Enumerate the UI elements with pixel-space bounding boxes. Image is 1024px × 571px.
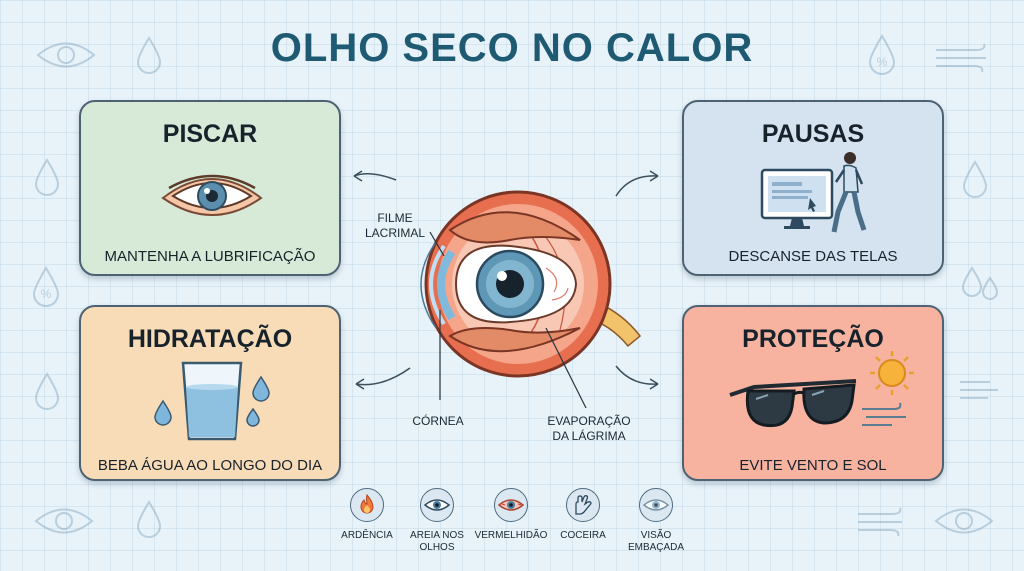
background-humidity-drop-icon: % <box>868 34 896 75</box>
card-title: PAUSAS <box>761 120 865 148</box>
background-drop-icon <box>34 158 60 196</box>
label-evaporacao: EVAPORAÇÃO DA LÁGRIMA <box>547 414 631 443</box>
symptom-label: COCEIRA <box>560 530 606 541</box>
background-wind-icon <box>936 43 986 73</box>
red-eye-icon <box>497 499 525 511</box>
card-caption: DESCANSE DAS TELAS <box>728 248 898 265</box>
eye-cross-section-diagram <box>353 170 659 409</box>
card-title: PROTEÇÃO <box>742 325 884 353</box>
eye-icon <box>423 499 451 511</box>
flame-icon <box>360 493 374 514</box>
card-caption: MANTENHA A LUBRIFICAÇÃO <box>104 248 316 265</box>
background-eye-icon <box>934 508 994 534</box>
svg-text:%: % <box>41 287 52 301</box>
card-protecao: PROTEÇÃO EVITE VENTO E SOL <box>682 305 944 481</box>
blurry-eye-icon <box>642 499 670 511</box>
label-filme-lacrimal: FILME LACRIMAL <box>364 211 426 240</box>
background-drop-icon <box>136 36 162 74</box>
card-caption: BEBA ÁGUA AO LONGO DO DIA <box>97 457 323 474</box>
background-humidity-drop-icon: % <box>32 266 60 307</box>
symptom-label: AREIA NOS OLHOS <box>410 530 464 553</box>
hand-rubbing-icon <box>575 495 592 515</box>
monitor-walking-person-icon <box>760 152 867 233</box>
water-glass-icon <box>154 361 270 441</box>
card-piscar: PISCAR MANTENHA A LUBRIFICAÇÃO <box>79 100 341 276</box>
card-title: HIDRATAÇÃO <box>127 325 293 353</box>
symptom-label: VISÃO EMBAÇADA <box>627 530 685 553</box>
background-eye-icon <box>34 508 94 534</box>
card-pausas: PAUSAS DESCANSE DAS TELAS <box>682 100 944 276</box>
background-wind-icon <box>960 381 998 399</box>
page-title: OLHO SECO NO CALOR <box>270 26 754 70</box>
background-drops-icon <box>961 266 999 300</box>
card-hidratacao: HIDRATAÇÃO BEBA ÁGUA AO LONGO DO DIA <box>79 305 341 481</box>
background-drop-icon <box>962 160 988 198</box>
card-caption: EVITE VENTO E SOL <box>739 457 887 474</box>
symptom-label: VERMELHIDÃO <box>474 530 548 541</box>
sunglasses-sun-icon <box>729 351 914 428</box>
card-title: PISCAR <box>162 120 258 148</box>
svg-text:%: % <box>877 55 888 69</box>
label-cornea: CÓRNEA <box>412 414 464 428</box>
background-wind-icon <box>858 507 902 537</box>
background-eye-icon <box>36 42 96 68</box>
symptom-label: ARDÊNCIA <box>341 530 393 541</box>
background-drop-icon <box>136 500 162 538</box>
eye-icon <box>161 174 263 216</box>
background-drop-icon <box>34 372 60 410</box>
